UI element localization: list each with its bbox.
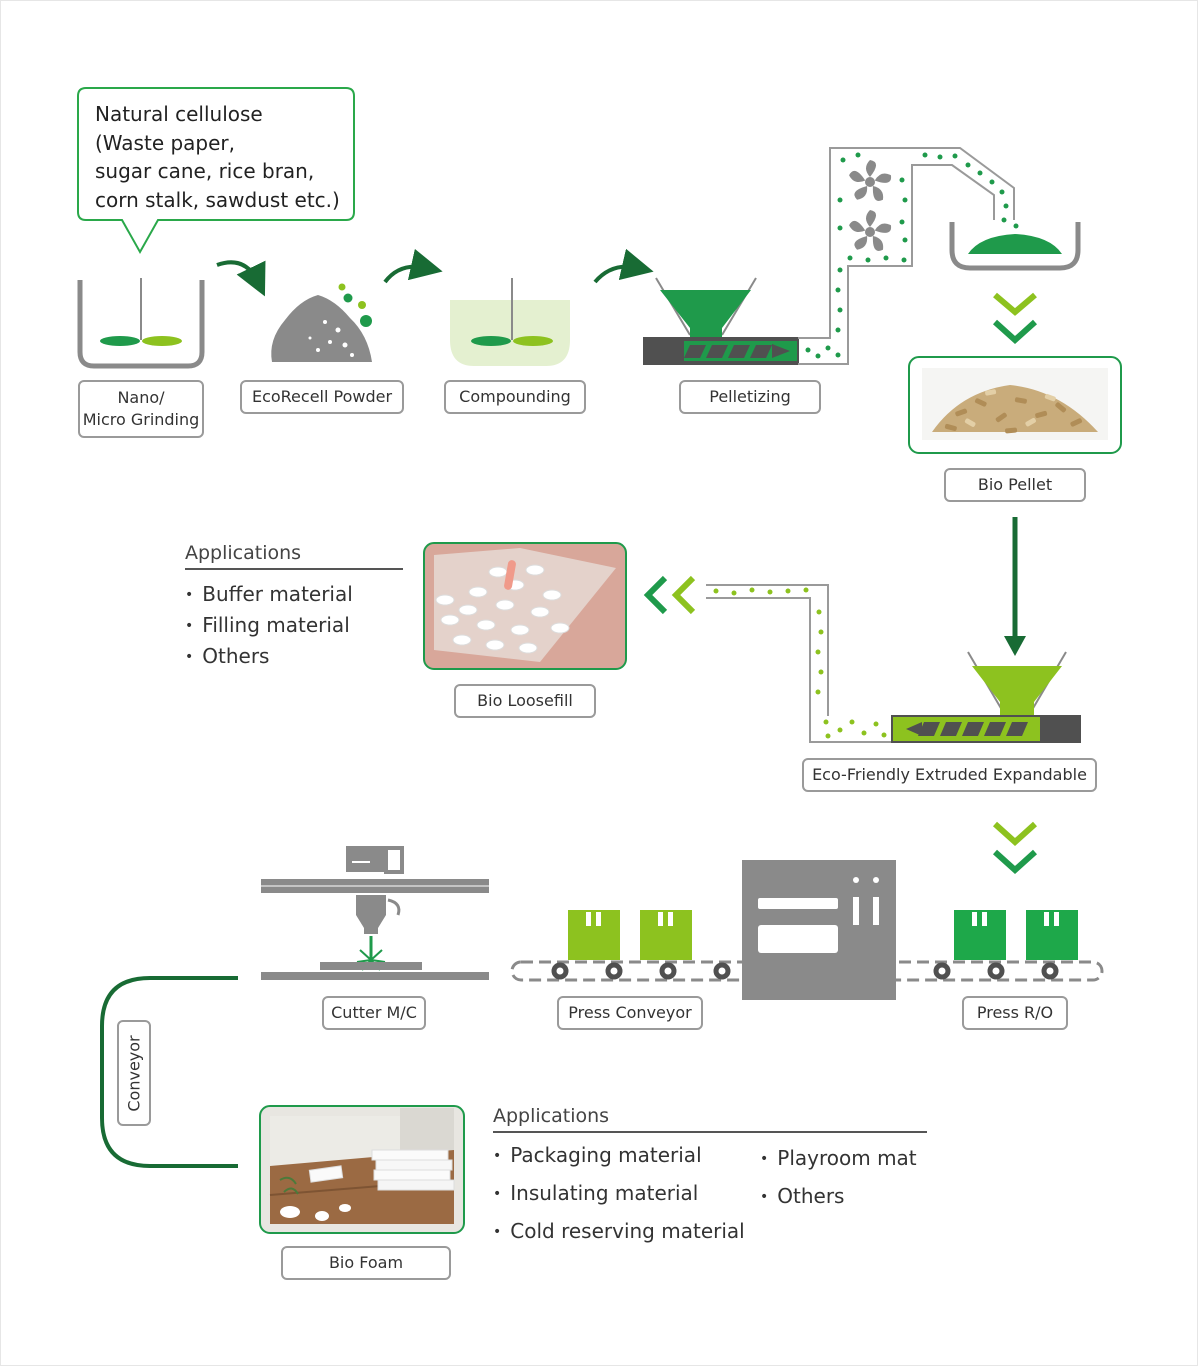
flow-arrow-icon xyxy=(593,248,654,284)
flow-arrow-icon xyxy=(383,248,443,284)
applications-list-col2: Playroom mat Others xyxy=(760,1146,917,1222)
applications-list-col1: Packaging material Insulating material C… xyxy=(493,1143,745,1257)
press-machine-icon xyxy=(742,860,896,1000)
applications-loosefill: Applications Buffer material Filling mat… xyxy=(185,542,403,675)
extruder-expandable-icon xyxy=(891,651,1081,743)
application-item: Others xyxy=(185,644,403,675)
label-press-conveyor: Press Conveyor xyxy=(557,996,703,1030)
label-bio-pellet: Bio Pellet xyxy=(944,468,1086,502)
label-nano-grinding: Nano/ Micro Grinding xyxy=(78,380,204,438)
expandable-pipe-icon xyxy=(706,584,892,743)
application-item: Packaging material xyxy=(493,1143,745,1181)
conveyor-loop-line xyxy=(100,976,238,1168)
speech-bubble xyxy=(77,87,355,255)
application-item: Buffer material xyxy=(185,582,403,613)
intro-text: Natural cellulose (Waste paper, sugar ca… xyxy=(95,100,345,214)
green-box-icon xyxy=(1026,910,1078,960)
down-arrow-icon xyxy=(1004,517,1026,656)
compounding-tank-icon xyxy=(450,278,570,366)
pelletizing-extruder-icon xyxy=(643,277,799,365)
application-item: Insulating material xyxy=(493,1181,745,1219)
label-bio-foam: Bio Foam xyxy=(281,1246,451,1280)
application-item: Filling material xyxy=(185,613,403,644)
powder-pile-icon xyxy=(271,283,372,362)
bio-loosefill-photo xyxy=(423,542,627,670)
label-line: Nano/ xyxy=(117,388,165,407)
grinding-tank-icon xyxy=(77,278,205,369)
pellet-bin-icon xyxy=(949,222,1081,271)
intro-line: sugar cane, rice bran, xyxy=(95,159,315,183)
transport-pipe-icon xyxy=(798,147,1019,365)
label-pelletizing: Pelletizing xyxy=(679,380,821,414)
lime-box-icon xyxy=(640,910,692,960)
label-cutter: Cutter M/C xyxy=(322,996,426,1030)
application-item: Playroom mat xyxy=(760,1146,916,1184)
cutter-machine-icon xyxy=(261,846,489,980)
applications-foam: Applications Packaging material Insulati… xyxy=(493,1105,927,1243)
label-bio-loosefill: Bio Loosefill xyxy=(454,684,596,718)
flow-arrow-icon xyxy=(216,260,266,297)
label-conveyor: Conveyor xyxy=(117,1020,151,1126)
label-ecorecell-powder: EcoRecell Powder xyxy=(240,380,404,414)
bio-foam-photo xyxy=(259,1105,465,1234)
bio-pellet-photo xyxy=(908,356,1122,454)
label-compounding: Compounding xyxy=(444,380,586,414)
green-box-icon xyxy=(954,910,1006,960)
applications-title: Applications xyxy=(185,542,403,570)
down-chevron-icon xyxy=(992,821,1038,875)
applications-list: Buffer material Filling material Others xyxy=(185,582,403,675)
intro-line: (Waste paper, xyxy=(95,130,236,155)
application-item: Others xyxy=(760,1184,917,1222)
label-conveyor-text: Conveyor xyxy=(124,1034,144,1112)
intro-line: Natural cellulose xyxy=(95,102,263,126)
intro-line: corn stalk, sawdust etc.) xyxy=(95,187,340,212)
label-press-ro: Press R/O xyxy=(962,996,1068,1030)
label-extruded-expandable: Eco-Friendly Extruded Expandable xyxy=(802,758,1097,792)
down-chevron-icon xyxy=(992,292,1038,345)
applications-title: Applications xyxy=(493,1105,927,1133)
left-chevron-icon xyxy=(643,575,696,615)
lime-box-icon xyxy=(568,910,620,960)
label-line: Micro Grinding xyxy=(82,410,200,429)
application-item: Cold reserving material xyxy=(493,1219,744,1257)
